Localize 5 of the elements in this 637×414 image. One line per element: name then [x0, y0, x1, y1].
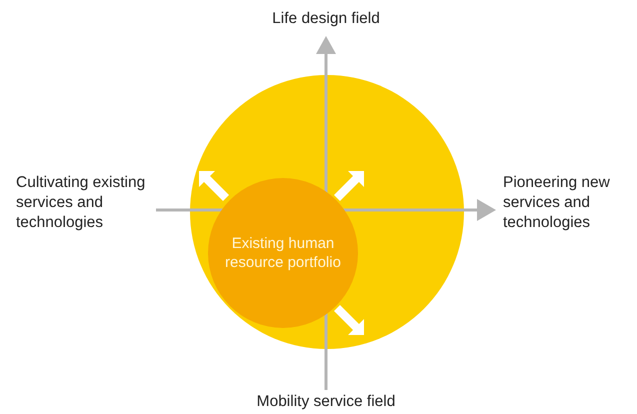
axis-label: Life design field: [271, 9, 381, 29]
axis-label: Cultivating existing services and technologies: [16, 173, 146, 234]
axis-label: Pioneering new services and technologies: [503, 173, 611, 234]
axis-label: Mobility service field: [256, 392, 396, 412]
circle-label: Existing human resource portfolio: [224, 234, 342, 272]
